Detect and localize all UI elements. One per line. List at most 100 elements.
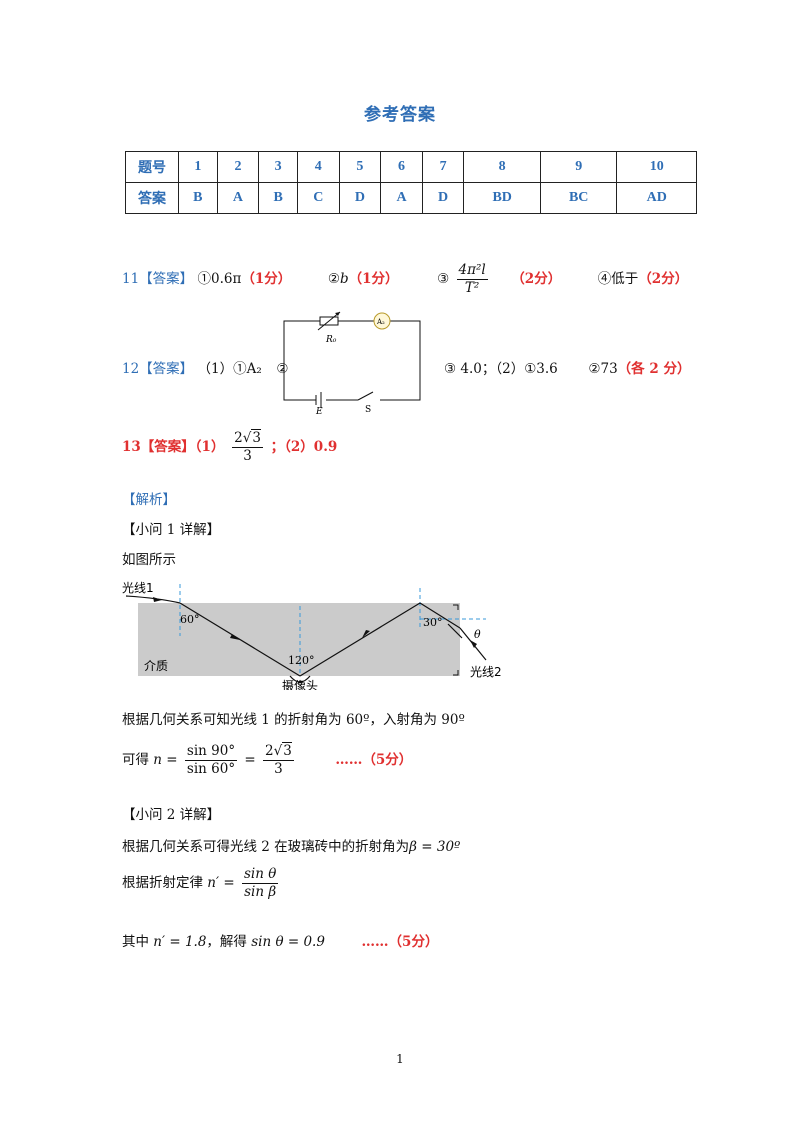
sub2-text1: 根据几何关系可得光线 2 在玻璃砖中的折射角为β = 30º	[122, 835, 460, 855]
ammeter-icon	[373, 312, 391, 330]
q13-fraction-den: 3	[243, 447, 252, 464]
answer-cell: D	[338, 182, 382, 214]
q11-score1: （1分）	[241, 270, 292, 287]
answer-cell: B	[178, 182, 218, 214]
q11-fraction: 4π²l T²	[456, 262, 488, 297]
q13-fraction-rad: 3	[251, 429, 261, 446]
q13-line: 13【答案】（1） 2√3 3 ；（2）0.9	[122, 429, 338, 465]
sub1-eq-res-rad: 3	[282, 742, 292, 759]
q12-part2: ②	[276, 361, 289, 377]
switch-label: S	[365, 405, 371, 415]
ammeter-label: A₂	[376, 318, 385, 326]
number-cell: 6	[380, 151, 423, 183]
table-row-answers: 答案 B A B C D A D BD BC AD	[125, 182, 697, 214]
q11-label: 11【答案】	[122, 270, 194, 287]
sub1-eq-prefix: 可得	[122, 751, 149, 768]
answer-table: 题号 1 2 3 4 5 6 7 8 9 10 答案 B A B C D A D…	[125, 151, 697, 214]
battery-label: E	[315, 407, 323, 416]
q12-part3: ③ 4.0；（2）①3.6	[444, 361, 558, 377]
q12-label: 12【答案】	[122, 361, 194, 377]
circuit-diagram: R₀ A₂ E S	[283, 311, 421, 416]
sub2-text1-pre: 根据几何关系可得光线 2 在玻璃砖中的折射角为	[122, 839, 410, 855]
number-cell: 4	[296, 151, 340, 183]
angle1-label: 60°	[180, 613, 200, 626]
sub1-eq-result: 2√3 3	[262, 742, 294, 777]
sub2-final-mid: ，解得	[206, 934, 247, 950]
answer-cell: BC	[539, 182, 618, 214]
medium-block	[138, 603, 460, 676]
sub2-law-lhs: n′ =	[207, 874, 235, 891]
q12-score: （各 2 分）	[617, 361, 691, 377]
q13-part2: ；（2）0.9	[270, 438, 338, 455]
rheostat-arrow-icon	[317, 311, 341, 331]
angle4-label: θ	[474, 628, 481, 641]
q11-part4: ④低于	[597, 270, 639, 287]
analysis-heading: 【解析】	[122, 492, 176, 508]
sub1-score: ……（5分）	[335, 751, 413, 768]
q12-part4: ②73	[588, 361, 618, 377]
number-cell: 8	[463, 151, 541, 183]
sub1-eq-lhs: n =	[153, 751, 178, 768]
sub1-eq-fraction: sin 90° sin 60°	[184, 743, 238, 778]
camera-label: 摄像头	[282, 678, 318, 690]
answer-cell: AD	[616, 182, 697, 214]
q11-part2-var: b	[339, 270, 349, 287]
number-cell: 5	[338, 151, 382, 183]
q13-label: 13【答案】	[122, 438, 195, 455]
page-number: 1	[396, 1052, 404, 1066]
q13-fraction: 2√3 3	[232, 429, 263, 464]
answer-cell: C	[296, 182, 340, 214]
q11-score4: （2分）	[638, 270, 689, 287]
sub1-equation: 可得 n = sin 90° sin 60° = 2√3 3 ……（5分）	[122, 742, 413, 778]
number-cell: 10	[616, 151, 697, 183]
number-cell: 9	[539, 151, 618, 183]
q11-fraction-den: T²	[464, 279, 480, 296]
number-cell: 7	[421, 151, 465, 183]
number-cell: 1	[178, 151, 218, 183]
sub2-law-fraction: sin θ sin β	[241, 866, 279, 901]
sub2-law-num: sin θ	[241, 866, 279, 884]
q12-line-right: ③ 4.0；（2）①3.6 ②73（各 2 分）	[444, 357, 690, 377]
sub2-law-prefix: 根据折射定律	[122, 874, 203, 891]
q11-part1: ①0.6π	[197, 270, 242, 287]
answer-cell: BD	[463, 182, 541, 214]
sub2-final-eq1: n′ = 1.8	[153, 934, 207, 950]
sub1-eq-num: sin 90°	[184, 743, 238, 761]
q13-part1: （1）	[194, 438, 225, 455]
header-cell-answer: 答案	[125, 182, 179, 214]
q11-part3-prefix: ③	[437, 270, 450, 287]
answer-cell: A	[216, 182, 260, 214]
page-title: 参考答案	[364, 105, 436, 125]
sub2-score: ……（5分）	[361, 934, 439, 950]
sub1-eq-res-coef: 2	[264, 743, 274, 759]
sub1-eq-den: sin 60°	[186, 760, 236, 777]
q11-fraction-num: 4π²l	[456, 262, 488, 280]
number-cell: 3	[258, 151, 298, 183]
sub2-final: 其中 n′ = 1.8，解得 sin θ = 0.9 ……（5分）	[122, 930, 438, 950]
ray1-label: 光线1	[122, 581, 154, 595]
angle2-label: 120°	[288, 654, 315, 667]
q11-score2: （1分）	[348, 270, 399, 287]
sub2-law: 根据折射定律 n′ = sin θ sin β	[122, 866, 281, 901]
answer-cell: B	[258, 182, 298, 214]
answer-cell: D	[421, 182, 465, 214]
angle3-label: 30°	[423, 616, 443, 629]
ray2-label: 光线2	[470, 665, 502, 679]
sub1-text1: 如图所示	[122, 552, 176, 568]
sub2-law-den: sin β	[244, 883, 277, 900]
optics-diagram: 光线1 60° 120° 30° θ 介质 摄像头 光线2	[122, 581, 502, 690]
q11-line: 11【答案】 ①0.6π（1分） ②b（1分） ③ 4π²l T² （2分） ④…	[122, 262, 688, 297]
sub2-heading: 【小问 2 详解】	[122, 807, 221, 823]
q11-part2-prefix: ②	[327, 270, 340, 287]
q12-part1: （1）①A₂	[197, 361, 262, 377]
resistor-label: R₀	[325, 335, 337, 345]
q12-line-left: 12【答案】 （1）①A₂ ②	[122, 357, 288, 377]
q13-fraction-coef: 2	[234, 430, 243, 446]
sub1-heading: 【小问 1 详解】	[122, 522, 221, 538]
sub2-final-eq2: sin θ = 0.9	[251, 934, 325, 950]
sub2-text1-eq: β = 30º	[409, 839, 461, 855]
number-cell: 2	[216, 151, 260, 183]
sub2-final-pre: 其中	[122, 934, 149, 950]
sub1-eq-res-den: 3	[274, 760, 283, 777]
sub1-text2: 根据几何关系可知光线 1 的折射角为 60º，入射角为 90º	[122, 712, 465, 728]
